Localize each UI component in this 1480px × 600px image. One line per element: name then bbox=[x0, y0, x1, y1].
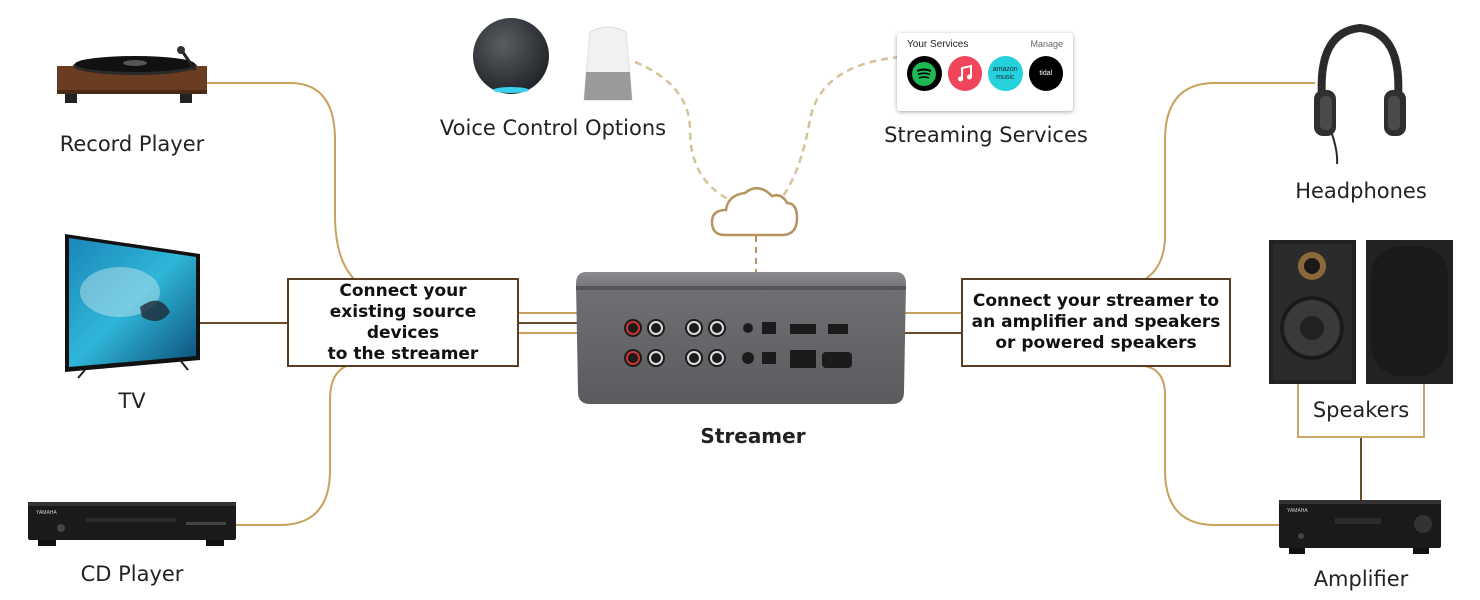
amplifier-icon: YAMAHA bbox=[1279, 500, 1441, 554]
wire-headphones bbox=[1139, 82, 1315, 283]
output-callout-line-2: an amplifier and speakers bbox=[971, 312, 1221, 332]
wire-streaming-to-cloud bbox=[779, 55, 901, 201]
apple-music-icon bbox=[947, 56, 982, 91]
cd-player-icon: YAMAHA bbox=[28, 502, 236, 546]
amazon-music-icon-label: amazon music bbox=[992, 65, 1018, 81]
svg-text:YAMAHA: YAMAHA bbox=[1287, 508, 1308, 514]
wire-record-player bbox=[205, 82, 356, 281]
source-callout-line-1: Connect your bbox=[339, 280, 467, 301]
smart-speaker-echo-icon bbox=[473, 18, 549, 94]
streamer-label: Streamer bbox=[700, 424, 806, 448]
wire-amplifier bbox=[1144, 365, 1280, 526]
output-callout-line-1: Connect your streamer to bbox=[972, 291, 1220, 311]
streaming-card-manage: Manage bbox=[1030, 39, 1063, 49]
streaming-services-label: Streaming Services bbox=[884, 123, 1088, 147]
streaming-services-card: Your Services Manage amazon music tidal bbox=[897, 33, 1073, 111]
source-callout: Connect your existing source devices to … bbox=[287, 278, 519, 367]
voice-control-label: Voice Control Options bbox=[439, 116, 667, 140]
speakers-bracket bbox=[1297, 384, 1425, 438]
spotify-icon bbox=[907, 56, 942, 91]
wire-cd-player bbox=[235, 364, 351, 526]
headphones-label: Headphones bbox=[1295, 179, 1427, 203]
amplifier-label: Amplifier bbox=[1313, 567, 1409, 591]
streaming-card-title: Your Services bbox=[907, 39, 969, 50]
svg-text:YAMAHA: YAMAHA bbox=[36, 510, 57, 516]
record-player-label: Record Player bbox=[59, 132, 205, 156]
tv-icon bbox=[65, 234, 200, 379]
tidal-icon-label: tidal bbox=[1039, 69, 1053, 77]
smart-speaker-google-home-icon bbox=[583, 26, 633, 101]
cd-player-label: CD Player bbox=[80, 562, 184, 586]
output-callout-line-3: or powered speakers bbox=[995, 333, 1197, 353]
cloud-icon bbox=[710, 187, 799, 237]
record-player-icon bbox=[57, 46, 207, 103]
amazon-music-icon: amazon music bbox=[988, 56, 1023, 91]
source-callout-line-3: to the streamer bbox=[327, 343, 479, 364]
speakers-label: Speakers bbox=[1312, 398, 1410, 422]
tv-label: TV bbox=[118, 389, 146, 413]
output-callout: Connect your streamer to an amplifier an… bbox=[961, 278, 1231, 367]
headphones-icon bbox=[1314, 23, 1406, 165]
bookshelf-speakers-icon bbox=[1269, 240, 1453, 384]
tidal-icon: tidal bbox=[1028, 56, 1063, 91]
streamer-icon bbox=[576, 272, 906, 404]
source-callout-line-2: existing source devices bbox=[329, 301, 477, 343]
